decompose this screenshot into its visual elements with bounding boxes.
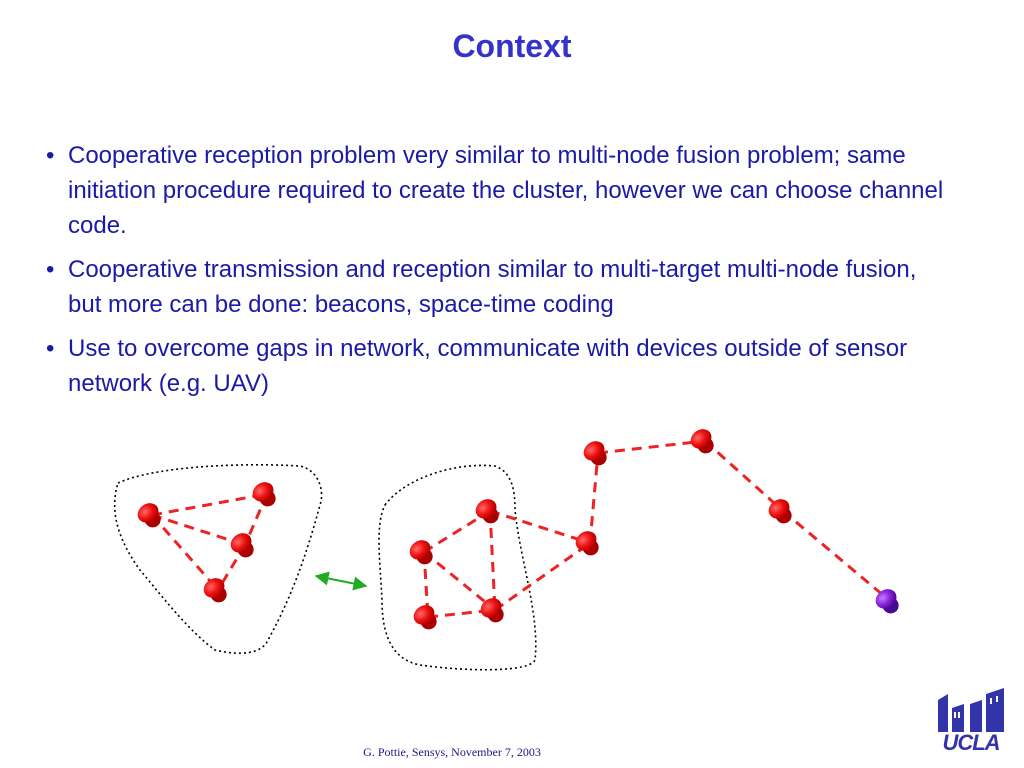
ucla-logo: UCLA [934,686,1008,760]
links-middle-cluster [422,439,891,619]
ucla-logo-text: UCLA [942,730,1000,755]
red-cylinder-node-icon [575,531,599,556]
red-cylinder-node-icon [480,598,504,623]
cluster-outline-left [113,463,323,654]
bullet-text: Cooperative reception problem very simil… [68,142,944,239]
link [588,452,600,544]
bullet-list: • Cooperative reception problem very sim… [46,138,946,410]
red-cylinder-node-icon [137,503,161,528]
footer-credit: G. Pottie, Sensys, November 7, 2003 [363,745,541,759]
link [488,510,497,611]
link [703,439,785,513]
bullet-marker: • [46,256,55,283]
bullet-text: Use to overcome gaps in network, communi… [68,335,908,397]
red-cylinder-node-icon [475,499,499,524]
link [597,439,706,455]
link [782,509,891,603]
bullet-marker: • [46,335,55,362]
slide-title: Context [452,28,572,64]
link [423,550,496,612]
cluster-outline-middle [378,464,537,671]
bullet-marker: • [46,142,55,169]
red-cylinder-node-icon [413,605,437,630]
ucla-logo-graphic [938,688,1004,732]
link [489,509,591,545]
bullet-item: • Use to overcome gaps in network, commu… [46,331,946,401]
bullet-item: • Cooperative transmission and reception… [46,252,946,322]
red-cylinder-node-icon [690,429,714,454]
red-cylinder-node-icon [230,533,254,558]
red-cylinder-node-icon [203,578,227,603]
double-headed-arrow-icon [314,571,368,591]
link [494,541,591,612]
bullet-item: • Cooperative reception problem very sim… [46,138,946,243]
purple-cylinder-node-icon [875,589,899,614]
red-cylinder-node-icon [583,441,607,466]
bullet-text: Cooperative transmission and reception s… [68,256,917,318]
link [151,492,268,517]
red-cylinder-node-icon [768,499,792,524]
red-cylinder-node-icon [252,482,276,507]
red-cylinder-node-icon [409,540,433,565]
link [423,509,491,554]
